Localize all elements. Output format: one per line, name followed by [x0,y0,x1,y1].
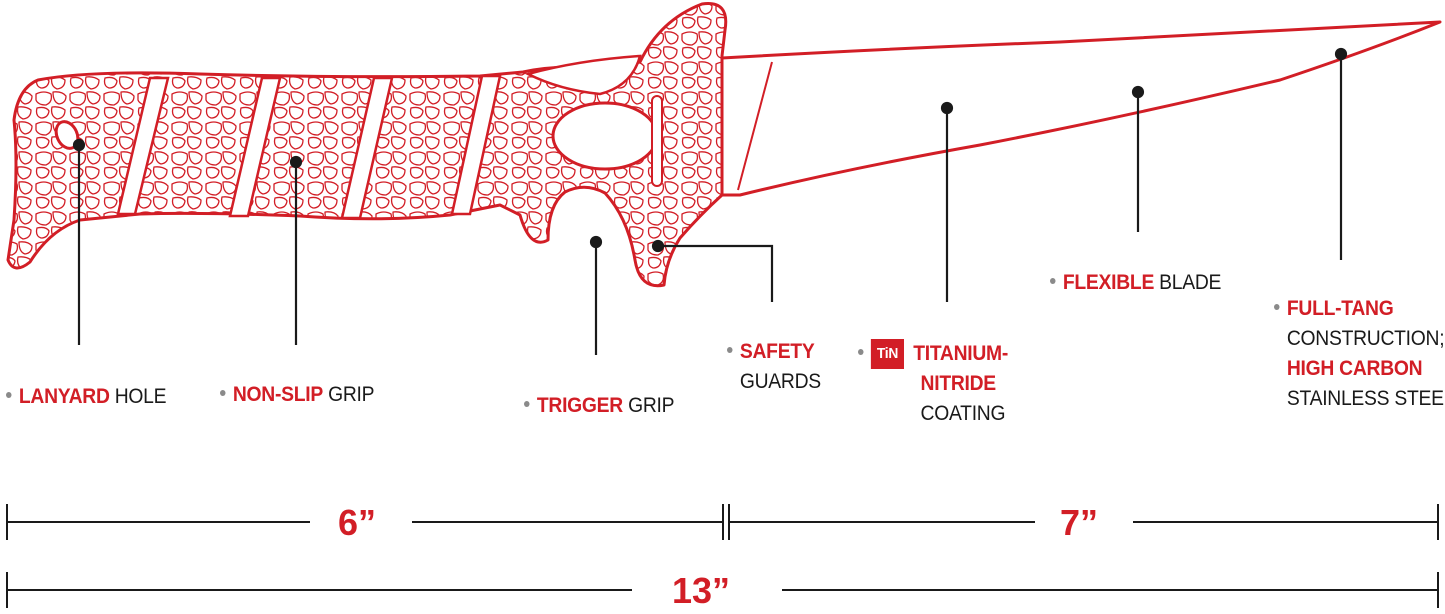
callout-red-text: SAFETY [739,340,815,363]
lanyard-hole [54,120,80,150]
callout-trigger-grip: TRIGGER GRIP [524,391,674,421]
callout-red-text: TITANIUM- [913,342,1009,365]
callout-red-text: LANYARD [18,385,110,408]
bullet-icon [6,392,12,399]
blade-outline [720,20,1442,197]
callout-full-tang: FULL-TANG CONSTRUCTION; HIGH CARBON STAI… [1274,294,1445,414]
bullet-icon [858,349,864,356]
bullet-icon [524,401,530,408]
dimension-blade-label: 7” [1060,502,1099,543]
callout-safety-guards: SAFETY GUARDS [727,337,821,397]
callout-red-text: TRIGGER [536,394,623,417]
callout-black-text: GUARDS [739,370,821,393]
grip-bands [116,74,502,220]
bullet-icon [727,347,733,354]
side-slot [651,95,663,187]
bullet-icon [1050,278,1056,285]
dimension-lines [6,504,1439,608]
callout-black-text: BLADE [1159,271,1222,294]
dimension-total-label: 13” [672,570,731,611]
thumb-guard-slot [524,54,642,96]
callout-black-text: STAINLESS STEEL [1286,387,1445,410]
callout-red-text: NON-SLIP [232,383,323,406]
handle-outline [6,2,728,288]
callout-red-text: NITRIDE [920,372,997,395]
tin-badge-icon: TiN [870,339,904,369]
callout-black-text: HOLE [114,385,167,408]
callout-black-text: GRIP [628,394,675,417]
callout-red-text: FLEXIBLE [1062,271,1155,294]
callout-black-text: COATING [920,402,1006,425]
bullet-icon [220,390,226,397]
callout-non-slip-grip: NON-SLIP GRIP [220,380,375,410]
callout-black-text: CONSTRUCTION; [1286,327,1445,350]
callout-flexible-blade: FLEXIBLE BLADE [1050,268,1221,298]
callout-red-text: FULL-TANG [1286,297,1394,320]
callout-lanyard-hole: LANYARD HOLE [6,382,167,412]
dimension-handle-label: 6” [338,502,377,543]
oval-window [551,101,659,171]
callout-red-text: HIGH CARBON [1286,357,1423,380]
handle [6,2,728,288]
leader-lines [72,47,1348,355]
blade-bevel-line [737,61,773,191]
callout-titanium-nitride: TiN TITANIUM- NITRIDE COATING [858,339,1008,429]
bullet-icon [1274,304,1280,311]
callout-black-text: GRIP [328,383,375,406]
